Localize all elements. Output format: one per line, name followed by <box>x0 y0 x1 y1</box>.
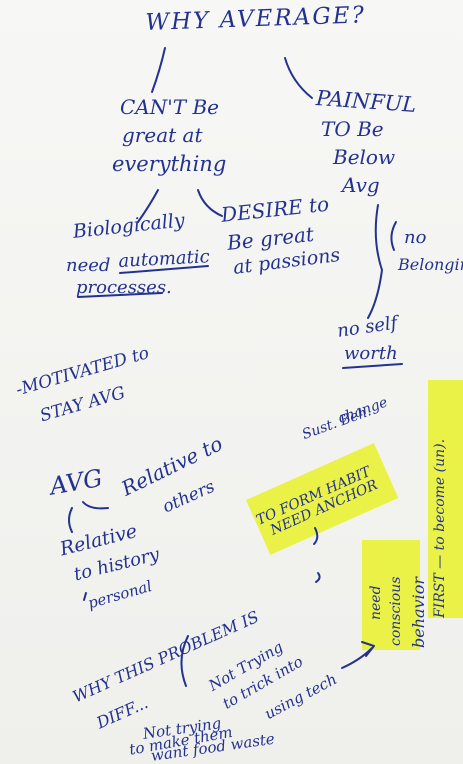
no-belonging-line-2: Belonging <box>398 255 463 274</box>
avg-branch-up <box>82 501 109 510</box>
painful-line-2: TO Be <box>321 117 384 141</box>
conscious-line-3: behavior <box>409 577 428 648</box>
arrow-title-to-painful <box>284 57 313 99</box>
conscious-line-1: need <box>368 585 384 620</box>
painful-line-4: Avg <box>342 173 380 197</box>
avg-branch-down <box>68 507 73 533</box>
bracket-no-belonging <box>390 221 397 251</box>
cant-line-3: everything <box>112 152 227 176</box>
bracket-why-diff <box>180 635 189 687</box>
arrow-title-to-cant <box>151 47 166 93</box>
conscious-line-2: conscious <box>388 576 404 646</box>
no-belonging-line-1: no <box>404 227 427 248</box>
bio-line-2: need <box>66 255 111 276</box>
bio-line-3: processes. <box>76 277 172 298</box>
painful-line-3: Below <box>333 145 396 169</box>
underline-worth <box>342 363 403 369</box>
first-become-text: FIRST — to become (un). <box>432 438 448 618</box>
relative-arrow-tick <box>83 592 87 601</box>
underline-automatic <box>119 265 209 274</box>
cant-line-1: CAN'T Be <box>120 95 219 119</box>
cant-line-2: great at <box>122 123 203 147</box>
arrow-to-conscious <box>341 641 375 669</box>
highlight-first <box>428 380 463 618</box>
arrow-cant-to-desire <box>197 189 223 217</box>
bracket-painful <box>367 204 383 319</box>
arrow-cant-to-bio <box>137 189 159 223</box>
mark-near-habit <box>313 527 319 545</box>
no-self-line-2: worth <box>344 343 398 364</box>
mark-near-why <box>315 572 321 583</box>
highlight-conscious <box>362 540 420 650</box>
underline-processes <box>77 292 163 298</box>
